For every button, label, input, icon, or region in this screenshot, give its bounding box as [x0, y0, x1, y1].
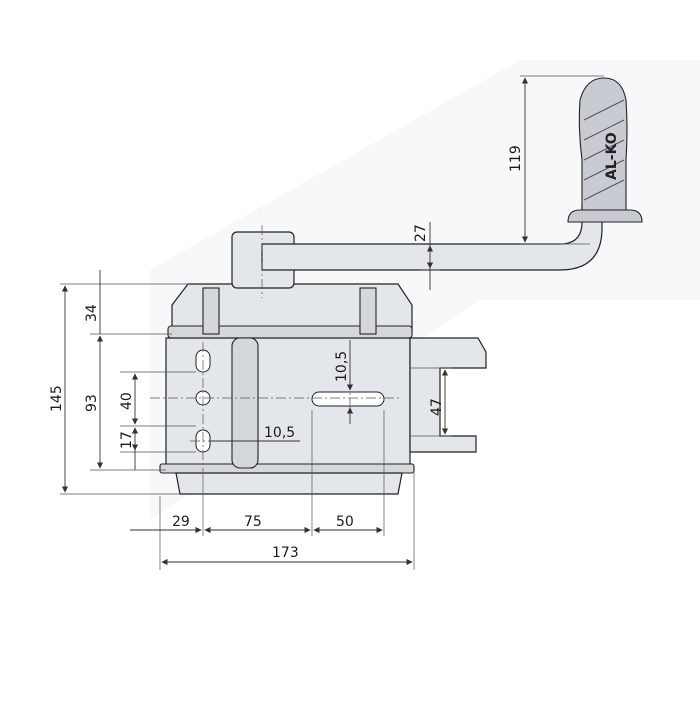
dim-top-section: 34: [84, 304, 100, 322]
dim-slot-width-top: 10,5: [334, 351, 350, 382]
dim-side-mount: 47: [429, 398, 445, 416]
dim-slot-width-left: 10,5: [264, 425, 295, 441]
dim-hole-offset-v: 17: [119, 431, 135, 449]
dim-total-height: 145: [49, 385, 65, 412]
dim-handle-height: 119: [508, 145, 524, 172]
dimension-lines: [61, 77, 529, 566]
dim-hole-spacing-v: 40: [119, 392, 135, 410]
dim-spacing-right: 50: [336, 514, 354, 530]
dim-crank-offset: 27: [413, 224, 429, 242]
dim-mount-height: 93: [84, 394, 100, 412]
extension-lines: [60, 75, 604, 570]
handle-grip: AL-KO: [567, 77, 643, 223]
dimension-labels: 119 27 34 145 93 40 17 10,5 10,5 47 29 7…: [49, 145, 524, 561]
brand-logo-text: AL-KO: [604, 132, 620, 180]
dim-spacing-mid: 75: [244, 514, 262, 530]
dim-total-width: 173: [272, 545, 299, 561]
winch-body: [159, 283, 487, 495]
dim-offset-left: 29: [172, 514, 190, 530]
